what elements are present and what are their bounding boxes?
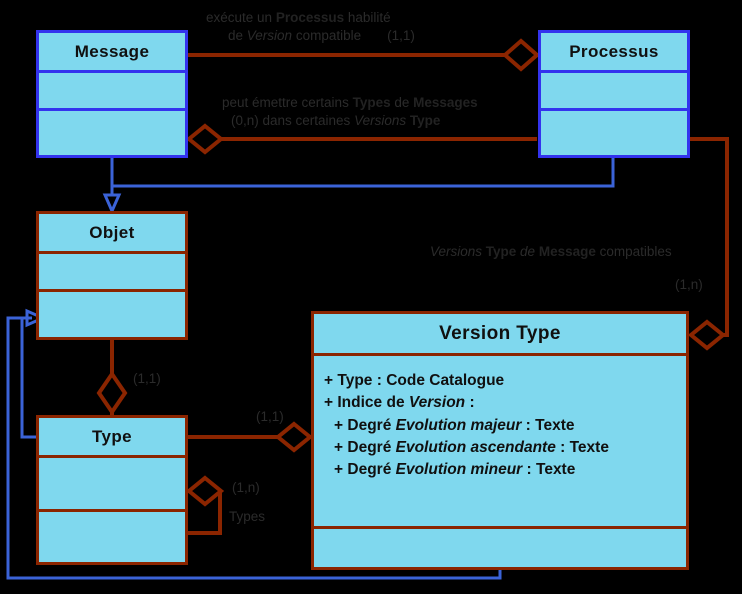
entity-processus-operations	[541, 111, 687, 149]
relationship-diamond	[501, 38, 541, 72]
relationship-diamond	[274, 421, 314, 453]
label-versions-compatibles: Versions Type de Message compatibles	[430, 244, 672, 259]
entity-type[interactable]: Type	[36, 415, 188, 565]
entity-processus-title: Processus	[541, 33, 687, 73]
association-processus-versiontype	[687, 137, 729, 351]
association-objet-type	[96, 340, 128, 416]
relationship-diamond	[185, 123, 225, 155]
cardinality-versions-compatibles: (1,n)	[675, 277, 703, 292]
cardinality-type-self: (1,n)	[232, 480, 260, 495]
attribute-row: + Degré Evolution majeur : Texte	[334, 416, 575, 434]
role-type-self: Types	[229, 509, 266, 524]
entity-objet-operations	[39, 292, 185, 330]
cardinality-execute: (1,1)	[387, 28, 415, 44]
cardinality-emettre: (0,n) dans certaines	[231, 113, 355, 129]
entity-message-operations	[39, 111, 185, 149]
attribute-row: + Degré Evolution mineur : Texte	[334, 461, 576, 479]
relationship-diamond	[185, 475, 225, 507]
label-execute-relationship: exécute un Processus habilité de Version…	[206, 10, 415, 44]
entity-objet-attributes	[39, 254, 185, 292]
entity-type-operations	[39, 512, 185, 562]
attribute-row: + Indice de Version :	[324, 394, 475, 412]
entity-objet-title: Objet	[39, 214, 185, 254]
attribute-row: + Degré Evolution ascendante : Texte	[334, 438, 609, 456]
cardinality-type-versiontype: (1,1)	[256, 409, 284, 424]
entity-type-title: Type	[39, 418, 185, 458]
attribute-row: + Type : Code Catalogue	[324, 372, 505, 389]
self-association-type	[185, 475, 225, 535]
entity-version-type[interactable]: Version Type + Type : Code Catalogue + I…	[311, 311, 689, 570]
arrow-head-hollow	[102, 193, 122, 215]
association-type-versiontype	[188, 421, 314, 453]
entity-processus[interactable]: Processus	[538, 30, 690, 158]
entity-processus-attributes	[541, 73, 687, 111]
generalization-processus-objet	[102, 157, 615, 215]
relationship-diamond	[687, 319, 727, 351]
entity-version-type-attributes: + Type : Code Catalogue + Indice de Vers…	[314, 356, 686, 529]
relationship-diamond	[96, 370, 128, 416]
label-emettre-relationship: peut émettre certains Types de Messages …	[222, 95, 478, 129]
entity-message-title: Message	[39, 33, 185, 73]
entity-objet[interactable]: Objet	[36, 211, 188, 340]
entity-message-attributes	[39, 73, 185, 111]
cardinality-objet-type: (1,1)	[133, 371, 161, 386]
entity-message[interactable]: Message	[36, 30, 188, 158]
entity-version-type-operations	[314, 529, 686, 567]
entity-type-attributes	[39, 458, 185, 512]
entity-version-type-title: Version Type	[314, 314, 686, 356]
